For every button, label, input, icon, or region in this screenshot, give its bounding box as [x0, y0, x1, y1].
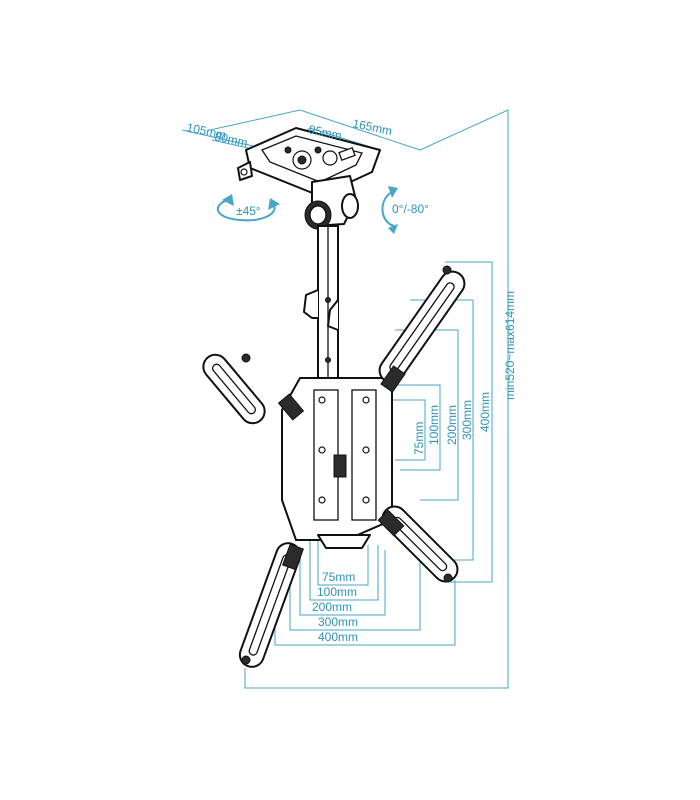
label-tilt: 0°/-80°: [392, 202, 429, 216]
tilt-arrow-icon: [381, 186, 398, 234]
dimension-lines: [181, 109, 509, 689]
label-v200: 200mm: [445, 405, 459, 445]
top-dim-165: [209, 109, 421, 151]
label-95: 95mm: [307, 122, 343, 143]
label-v75: 75mm: [412, 422, 426, 455]
hdim-200: [299, 550, 386, 616]
label-h400: 400mm: [318, 630, 358, 644]
arm-top-left: [202, 353, 305, 425]
vdim-100: [385, 384, 441, 471]
label-h75: 75mm: [322, 570, 355, 584]
label-v400: 400mm: [478, 392, 492, 432]
vdim-75: [380, 399, 426, 461]
tilt-joint: [304, 175, 359, 230]
ceiling-plate: [237, 127, 381, 197]
arm-bottom-left: [238, 542, 304, 668]
label-h200: 200mm: [312, 600, 352, 614]
label-80: 80mm: [213, 129, 249, 150]
arm-top-right: [378, 265, 466, 393]
hdim-100: [309, 540, 379, 601]
arm-bottom-right: [377, 505, 459, 583]
label-h100: 100mm: [317, 585, 357, 599]
label-h300: 300mm: [318, 615, 358, 629]
height-dim-line: [244, 109, 509, 689]
label-v300: 300mm: [460, 400, 474, 440]
label-165: 165mm: [351, 116, 393, 138]
label-v100: 100mm: [427, 405, 441, 445]
label-height-range: min520~max614mm: [503, 291, 517, 400]
vdim-400: [445, 261, 493, 583]
top-dim-105: [181, 129, 263, 149]
hdim-75: [317, 540, 369, 586]
vesa-plate: [281, 377, 393, 549]
extension-pole: [303, 225, 339, 387]
hdim-300: [289, 555, 421, 631]
label-swivel: ±45°: [236, 204, 261, 218]
swivel-arrow-icon: [216, 194, 280, 222]
